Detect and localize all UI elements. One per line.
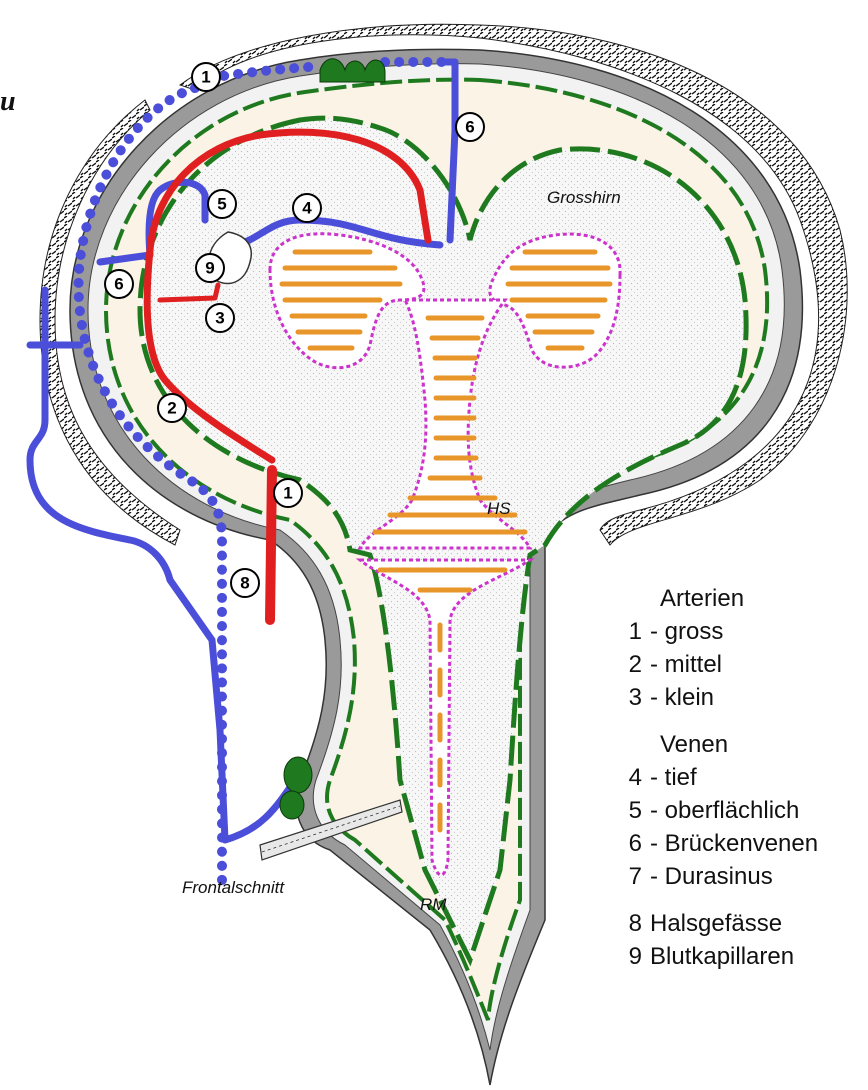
- svg-text:3: 3: [215, 309, 224, 328]
- marker-4: 4: [293, 194, 321, 222]
- legend-row: 7- Durasinus: [620, 860, 868, 893]
- label-frontalschnitt: Frontalschnitt: [182, 878, 285, 897]
- legend-row: 2- mittel: [620, 648, 868, 681]
- marker-8: 8: [231, 569, 259, 597]
- svg-text:8: 8: [240, 574, 249, 593]
- label-rm: RM: [420, 895, 447, 914]
- svg-text:1: 1: [283, 484, 292, 503]
- marker-6-top: 6: [456, 113, 484, 141]
- legend-row: 5- oberflächlich: [620, 794, 868, 827]
- marker-1: 1: [274, 479, 302, 507]
- legend-row: 3- klein: [620, 681, 868, 714]
- label-hs: HS: [487, 499, 511, 518]
- artery-large: [270, 470, 272, 620]
- svg-text:6: 6: [465, 118, 474, 137]
- marker-6-left: 6: [105, 270, 133, 298]
- legend-row: 6- Brückenvenen: [620, 827, 868, 860]
- svg-text:2: 2: [167, 399, 176, 418]
- marker-9: 9: [196, 254, 224, 282]
- label-grosshirn: Grosshirn: [547, 188, 621, 207]
- marker-5: 5: [208, 190, 236, 218]
- svg-text:1: 1: [201, 68, 210, 87]
- legend-venen-title: Venen: [620, 728, 868, 761]
- marker-2: 2: [158, 394, 186, 422]
- svg-text:4: 4: [302, 199, 312, 218]
- legend: Arterien 1- gross 2- mittel 3- klein Ven…: [620, 582, 868, 973]
- legend-arterien-title: Arterien: [620, 582, 868, 615]
- svg-text:6: 6: [114, 275, 123, 294]
- legend-row: 4- tief: [620, 761, 868, 794]
- svg-text:9: 9: [205, 259, 214, 278]
- marker-3: 3: [206, 304, 234, 332]
- legend-row: 1- gross: [620, 615, 868, 648]
- marker-7: 1: [192, 63, 220, 91]
- svg-text:5: 5: [217, 195, 226, 214]
